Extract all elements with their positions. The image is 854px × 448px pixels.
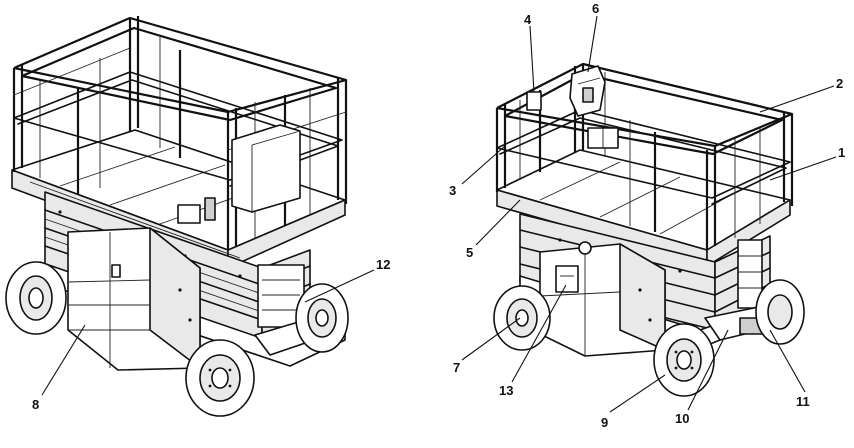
leader-4 bbox=[529, 25, 535, 93]
leader-10 bbox=[687, 329, 729, 411]
left-control-box bbox=[177, 124, 301, 224]
leader-5 bbox=[475, 199, 521, 246]
leader-1 bbox=[769, 156, 837, 181]
left-chassis bbox=[39, 227, 346, 371]
leader-13 bbox=[511, 284, 567, 383]
right-manual-box bbox=[526, 91, 542, 111]
callout-number-6: 6 bbox=[592, 1, 600, 16]
right-scissor-lift bbox=[493, 62, 805, 397]
leader-8 bbox=[41, 324, 86, 396]
right-guardrails bbox=[495, 62, 794, 250]
left-scissor-lift bbox=[5, 16, 349, 417]
leader-3 bbox=[461, 145, 506, 185]
callout-leaders bbox=[41, 15, 837, 413]
leader-11 bbox=[769, 329, 806, 393]
callout-number-3: 3 bbox=[449, 183, 457, 198]
right-chassis bbox=[519, 241, 783, 357]
callout-number-10: 10 bbox=[675, 411, 690, 426]
right-wheel-right-front bbox=[755, 279, 805, 345]
left-wheel-rear bbox=[5, 261, 67, 335]
leader-6 bbox=[587, 15, 598, 73]
callout-number-1: 1 bbox=[838, 145, 846, 160]
left-wheel-right-rear bbox=[295, 283, 349, 353]
callout-number-7: 7 bbox=[453, 360, 461, 375]
callout-number-12: 12 bbox=[376, 257, 391, 272]
callout-number-13: 13 bbox=[499, 383, 514, 398]
leader-9 bbox=[609, 374, 666, 413]
right-control-console bbox=[569, 65, 606, 117]
right-wheel-front bbox=[653, 323, 715, 397]
right-entry-gate bbox=[587, 127, 619, 149]
left-wheel-front bbox=[185, 339, 255, 417]
callout-number-11: 11 bbox=[796, 394, 810, 409]
callout-number-9: 9 bbox=[601, 415, 609, 430]
leader-2 bbox=[759, 85, 835, 113]
right-wheel-rear bbox=[493, 285, 551, 351]
leader-7 bbox=[461, 317, 521, 361]
leader-12 bbox=[304, 269, 375, 303]
left-guardrails bbox=[12, 16, 348, 250]
callout-number-2: 2 bbox=[836, 76, 844, 91]
callout-number-4: 4 bbox=[524, 12, 532, 27]
callout-number-5: 5 bbox=[466, 245, 474, 260]
callout-number-8: 8 bbox=[32, 397, 40, 412]
